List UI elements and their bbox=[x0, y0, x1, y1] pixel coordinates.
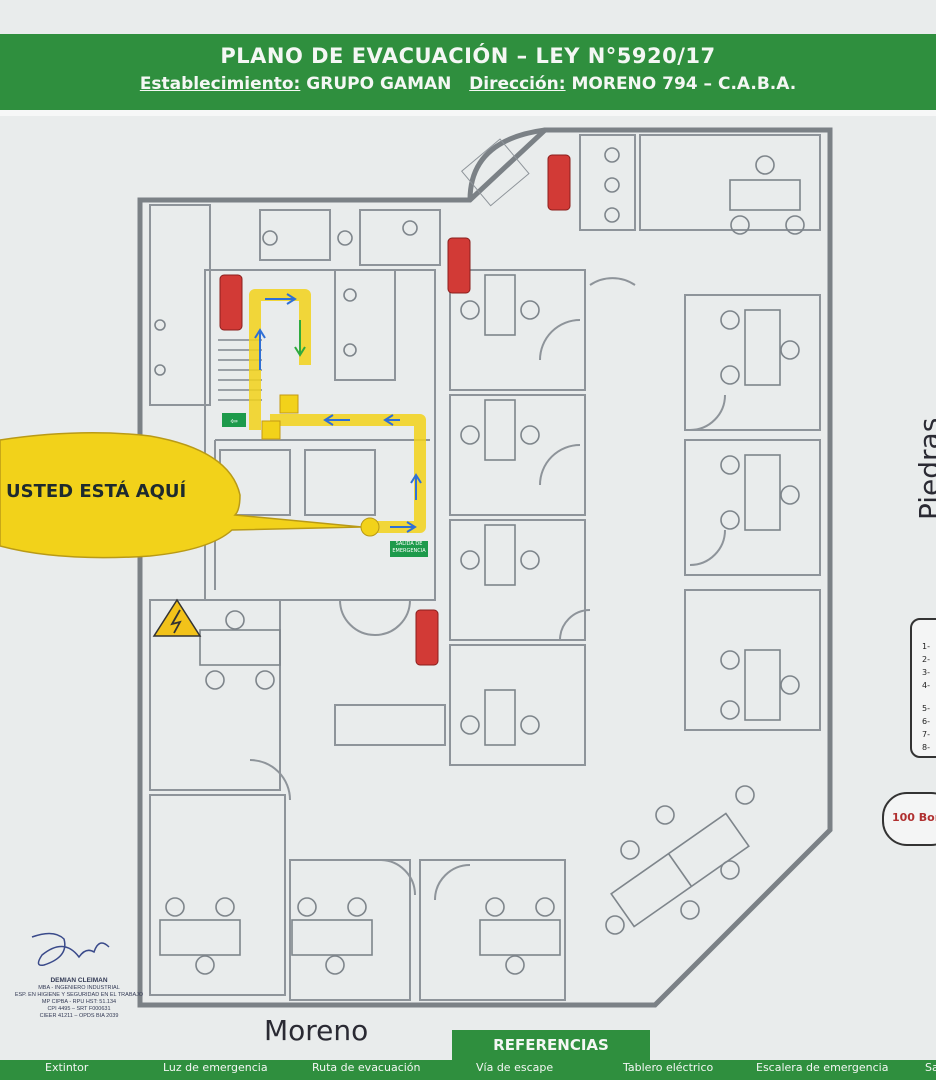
references-title: REFERENCIAS bbox=[452, 1030, 650, 1060]
you-are-here-dot bbox=[360, 517, 380, 537]
fire-extinguisher-icon bbox=[219, 154, 571, 666]
references-legend: Extintor Luz de emergencia Ruta de evacu… bbox=[0, 1060, 936, 1080]
signature-scribble-icon bbox=[31, 932, 110, 967]
legend-item-ruta-evacuacion: Ruta de evacuación bbox=[312, 1061, 421, 1074]
signature-line: CPI 4495 – SRT F000631 bbox=[47, 1006, 111, 1012]
signature-line: MBA - INGENIERO INDUSTRIAL bbox=[38, 985, 120, 991]
you-are-here-bubble bbox=[0, 432, 363, 559]
establishment-line: Establecimiento: GRUPO GAMAN Dirección: … bbox=[0, 74, 936, 94]
header-banner: PLANO DE EVACUACIÓN – LEY N°5920/17 Esta… bbox=[0, 34, 936, 110]
legend-item-via-escape: Vía de escape bbox=[476, 1061, 554, 1074]
legend-item-luz-emergencia: Luz de emergencia bbox=[163, 1061, 268, 1074]
plan-title: PLANO DE EVACUACIÓN – LEY N°5920/17 bbox=[220, 44, 716, 68]
engineer-signature: DEMIAN CLEIMAN MBA - INGENIERO INDUSTRIA… bbox=[14, 932, 144, 1020]
side-list-item: 5- bbox=[922, 704, 930, 713]
side-pill-text: 100 Bon bbox=[892, 811, 936, 824]
address-label: Dirección: bbox=[469, 74, 566, 94]
route-marker bbox=[279, 394, 299, 414]
side-list-item: 4- bbox=[922, 681, 930, 690]
floor-plan: ⇦ bbox=[0, 127, 833, 1008]
side-list-item: 6- bbox=[922, 717, 930, 726]
route-arrows bbox=[254, 293, 422, 533]
side-list-panel: 1- 2- 3- 4- 5- 6- 7- 8- bbox=[910, 618, 936, 758]
exit-sign-icon bbox=[222, 413, 246, 427]
address-value: MORENO 794 – C.A.B.A. bbox=[571, 74, 797, 94]
outer-walls bbox=[137, 127, 833, 1008]
side-list-item: 3- bbox=[922, 668, 930, 677]
side-list-item: 7- bbox=[922, 730, 930, 739]
you-are-here-label: USTED ESTÁ AQUÍ bbox=[6, 481, 187, 502]
emergency-exit-label: SALIDA DE EMERGENCIA bbox=[390, 541, 428, 557]
establishment-label: Establecimiento: bbox=[139, 74, 301, 94]
side-pill-badge: 100 Bon bbox=[882, 792, 936, 846]
legend-item-tablero-electrico: Tablero eléctrico bbox=[623, 1061, 714, 1074]
electrical-panel-icon bbox=[152, 598, 202, 637]
side-list-item: 1- bbox=[922, 642, 930, 651]
signature-name: DEMIAN CLEIMAN bbox=[50, 977, 108, 984]
side-list-item: 8- bbox=[922, 743, 930, 752]
establishment-value: GRUPO GAMAN bbox=[306, 74, 452, 94]
street-piedras: Piedras bbox=[913, 417, 936, 520]
legend-item-salida: Sa bbox=[925, 1061, 936, 1074]
legend-item-extintor: Extintor bbox=[45, 1061, 89, 1074]
divider bbox=[0, 110, 936, 116]
signature-line: MP CIPBA - RPU HST: 51.134 bbox=[41, 999, 117, 1005]
side-list-item: 2- bbox=[922, 655, 930, 664]
legend-item-escalera-emergencia: Escalera de emergencia bbox=[756, 1061, 889, 1074]
street-moreno: Moreno bbox=[264, 1014, 369, 1047]
svg-text:⇦: ⇦ bbox=[230, 417, 238, 427]
signature-line: ESP. EN HIGIENE Y SEGURIDAD EN EL TRABAJ… bbox=[14, 992, 144, 998]
signature-line: CIEER 41211 – OPDS BIA 2039 bbox=[39, 1013, 119, 1019]
furniture bbox=[154, 147, 805, 975]
